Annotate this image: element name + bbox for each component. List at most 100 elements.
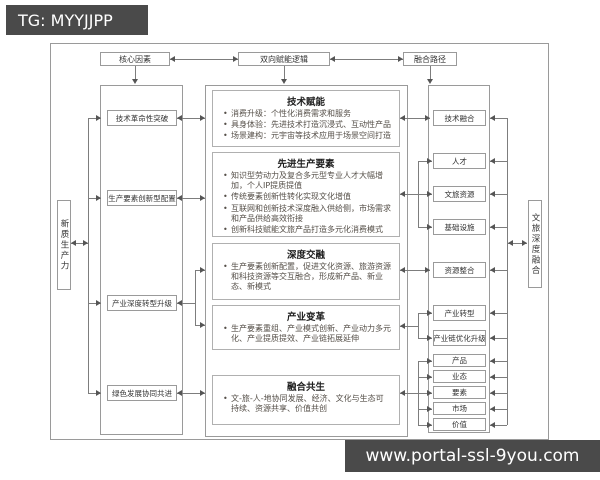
connector-line [490, 361, 507, 362]
arrowhead-right [427, 390, 432, 396]
arrowhead-left [490, 422, 495, 428]
section-title: 技术赋能 [286, 97, 325, 108]
arrowhead-down [132, 79, 138, 84]
axis-label: 新质生产力 [59, 218, 69, 272]
arrowhead-left [400, 267, 405, 273]
connector-line [418, 425, 432, 426]
connector-line [88, 198, 101, 199]
connector-line [418, 377, 432, 378]
arrowhead-right [83, 240, 88, 246]
node-label: 融合路径 [414, 54, 446, 64]
node-label: 产业转型 [444, 308, 475, 318]
arrowhead-left [490, 158, 495, 164]
connector-line [490, 393, 507, 394]
node-label: 核心因素 [119, 54, 151, 64]
node-culture-tourism-resources: 文旅资源 [433, 186, 486, 202]
telegram-badge-text: TG: MYYJJPP [18, 10, 113, 30]
connector-line [177, 118, 205, 119]
arrowhead-right [200, 195, 205, 201]
node-label: 文旅资源 [444, 189, 475, 199]
section-industry-change: 产业变革 生产要素重组、产业模式创新、产业动力多元化、产业提质提效、产业链拓展延… [212, 305, 400, 350]
arrowhead-right [233, 56, 238, 62]
arrowhead-right [96, 115, 101, 121]
node-business-format: 业态 [433, 370, 486, 383]
connector-line [490, 161, 507, 162]
arrowhead-right [427, 422, 432, 428]
section-title: 先进生产要素 [277, 159, 335, 170]
arrowhead-left [400, 115, 405, 121]
arrowhead-left [508, 240, 513, 246]
arrowhead-right [398, 56, 403, 62]
connector-line [418, 161, 432, 162]
connector-line [170, 59, 238, 60]
arrowhead-right [427, 310, 432, 316]
arrowhead-left [490, 358, 495, 364]
arrowhead-right [427, 374, 432, 380]
arrowhead-right [427, 406, 432, 412]
arrowhead-right [96, 195, 101, 201]
connector-line [430, 66, 431, 80]
node-industry-shift: 产业转型 [433, 305, 486, 321]
arrowhead-left [330, 56, 335, 62]
node-infrastructure: 基础设施 [433, 219, 486, 235]
node-green-development: 绿色发展协同共进 [107, 385, 177, 401]
bullet: 传统要素创新性转化实现文化增值 [223, 192, 391, 202]
node-product: 产品 [433, 354, 486, 367]
node-factor: 要素 [433, 386, 486, 399]
bullet: 具身体验：先进技术打造沉浸式、互动性产品 [223, 120, 391, 130]
node-label: 绿色发展协同共进 [112, 388, 172, 398]
arrowhead-right [427, 158, 432, 164]
arrowhead-down [427, 79, 433, 84]
section-bullets: 知识型劳动力及复合多元型专业人才大幅增加，个人IP提质提值 传统要素创新性转化实… [221, 171, 391, 236]
node-label: 技术融合 [444, 113, 475, 123]
node-label: 要素 [452, 388, 467, 397]
arrowhead-right [200, 115, 205, 121]
connector-line [177, 198, 205, 199]
node-factor-allocation: 生产要素创新型配置 [107, 190, 177, 206]
arrowhead-left [400, 323, 405, 329]
arrowhead-left [490, 374, 495, 380]
axis-label: 文旅深度融合 [530, 212, 540, 276]
connector-line [400, 270, 430, 271]
telegram-badge: TG: MYYJJPP [6, 5, 148, 35]
node-resource-integration: 资源整合 [433, 262, 486, 278]
axis-culture-tourism-fusion: 文旅深度融合 [528, 200, 542, 288]
node-bidirectional-logic: 双向赋能逻辑 [238, 52, 330, 66]
section-title: 产业变革 [286, 312, 325, 323]
watermark-text: www.portal-ssl-9you.com [365, 446, 580, 466]
connector-line [418, 409, 432, 410]
arrowhead-left [490, 115, 495, 121]
arrowhead-right [200, 390, 205, 396]
connector-line [330, 59, 403, 60]
connector-line [508, 243, 527, 244]
node-fusion-path: 融合路径 [403, 52, 457, 66]
node-label: 双向赋能逻辑 [260, 54, 308, 64]
node-label: 人才 [452, 156, 467, 166]
connector-line [400, 118, 430, 119]
section-tech-empowerment: 技术赋能 消费升级：个性化消费需求和服务 具身体验：先进技术打造沉浸式、互动性产… [212, 90, 400, 147]
bullet: 知识型劳动力及复合多元型专业人才大幅增加，个人IP提质提值 [223, 171, 391, 191]
node-label: 产业深度转型升级 [112, 298, 172, 308]
axis-new-productive-forces: 新质生产力 [57, 200, 71, 290]
arrowhead-right [200, 322, 205, 328]
connector-line [177, 303, 195, 304]
arrowhead-left [177, 195, 182, 201]
arrowhead-right [427, 191, 432, 197]
bullet: 互联网和创新技术深度融入供给侧，市场需求和产品供给高效衔接 [223, 204, 391, 224]
arrowhead-left [490, 406, 495, 412]
connector-line [88, 118, 89, 393]
connector-line [490, 227, 507, 228]
section-deep-integration: 深度交融 生产要素创新配置，促进文化资源、旅游资源和科技资源等交互融合，形成新产… [212, 243, 400, 300]
arrowhead-left [490, 267, 495, 273]
node-label: 技术革命性突破 [115, 113, 169, 123]
arrowhead-left [490, 390, 495, 396]
connector-line [400, 326, 418, 327]
connector-line [400, 393, 418, 394]
arrowhead-left [177, 390, 182, 396]
connector-line [400, 194, 418, 195]
node-industry-transformation: 产业深度转型升级 [107, 295, 177, 311]
arrowhead-left [490, 335, 495, 341]
node-label: 生产要素创新型配置 [108, 193, 176, 203]
section-symbiosis: 融合共生 文-旅-人-地协同发展、经济、文化与生态可持续、资源共享、价值共创 [212, 375, 400, 425]
